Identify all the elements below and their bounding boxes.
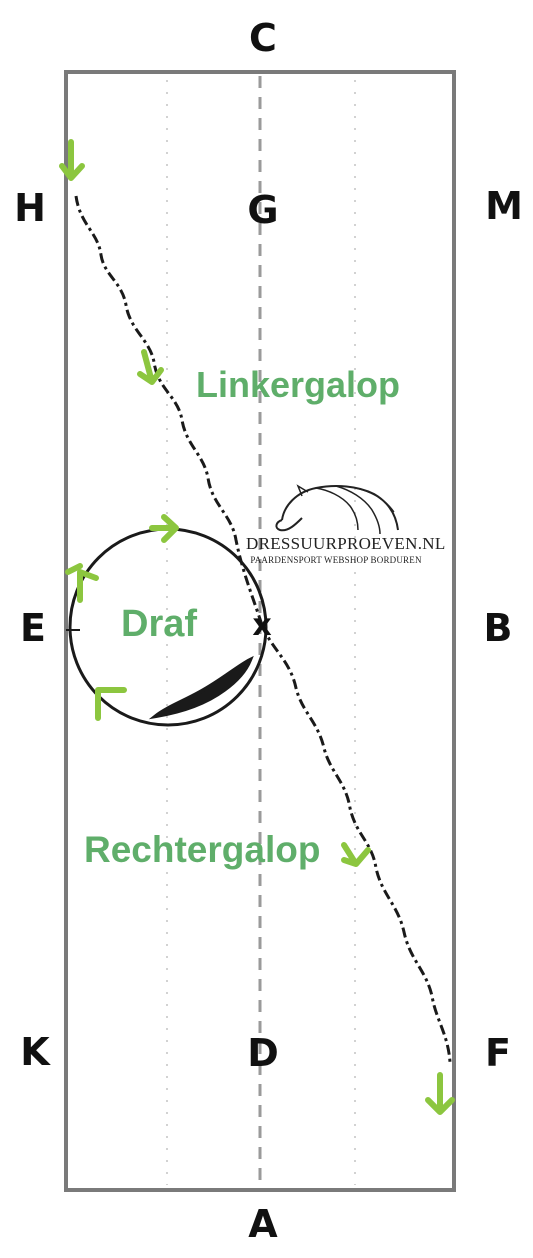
marker-letter-d: D (247, 1031, 279, 1075)
logo-name: DRESSUURPROEVEN.NL (246, 534, 446, 553)
label-left-canter: Linkergalop (196, 364, 401, 405)
marker-letter-e: E (20, 606, 46, 650)
label-trot: Draf (121, 603, 198, 645)
marker-letter-k: K (20, 1030, 50, 1074)
logo-tagline: PAARDENSPORT WEBSHOP BORDUREN (250, 555, 422, 565)
dressuurproeven-logo: DRESSUURPROEVEN.NL PAARDENSPORT WEBSHOP … (246, 478, 446, 578)
arrow-right-icon (149, 514, 179, 543)
diagonal-track-lower (260, 624, 452, 1063)
arrow-left-icon (95, 687, 127, 721)
marker-letter-c: C (249, 16, 277, 60)
marker-letter-h: H (14, 186, 46, 230)
arrow-up-icon (65, 563, 99, 603)
diagonal-track-upper (74, 195, 264, 626)
marker-letter-a: A (248, 1202, 278, 1246)
arrow-down-icon (425, 1072, 455, 1115)
arrow-down-icon (137, 349, 164, 385)
arrow-down-icon (59, 139, 85, 181)
horse-head-icon (275, 484, 399, 535)
marker-letter-g: G (247, 188, 279, 232)
marker-letter-x: x (252, 608, 272, 643)
marker-letter-b: B (483, 606, 513, 650)
circle-scribble (148, 655, 254, 720)
marker-letter-m: M (485, 184, 523, 228)
marker-letter-f: F (485, 1031, 511, 1075)
arrow-down-icon (341, 842, 371, 867)
label-right-canter: Rechtergalop (84, 829, 321, 870)
